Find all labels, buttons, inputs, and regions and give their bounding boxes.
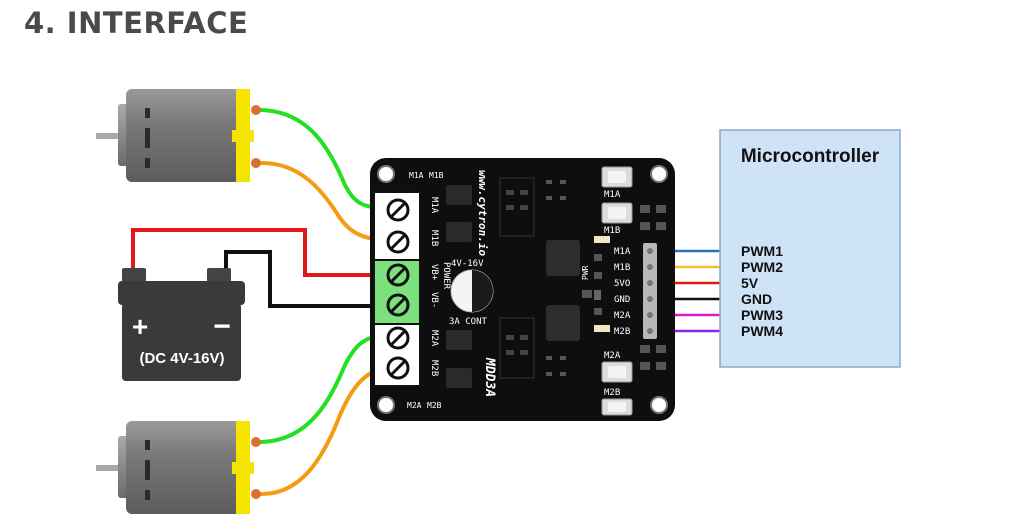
- microcontroller-title: Microcontroller: [741, 146, 880, 167]
- button-label-m2a: M2A: [604, 351, 621, 361]
- silk-voltage: 4V-16V: [451, 259, 484, 269]
- mounting-hole: [377, 165, 395, 183]
- silk-m1b-side: M1B: [429, 230, 439, 246]
- driver-ic-1: [546, 240, 580, 276]
- motor1-body: [126, 89, 241, 182]
- silk-url: www.cytron.io: [476, 170, 489, 256]
- mosfet-chip: [446, 222, 472, 242]
- battery-top: [118, 281, 245, 305]
- silk-vb-plus: VB+: [429, 264, 439, 281]
- button-m2b: M2B: [601, 388, 633, 416]
- motor2-wires: [260, 333, 392, 496]
- silk-pwr: PWR: [581, 265, 590, 280]
- motor2-terminal-a: [251, 437, 261, 447]
- mosfet-chip: [446, 185, 472, 205]
- header-label-m1a: M1A: [614, 247, 631, 257]
- battery-minus-sign: −: [213, 310, 231, 343]
- silk-m2b-side: M2B: [429, 360, 439, 376]
- motor1-green-wire: [260, 108, 392, 210]
- motor1-wires: [260, 108, 392, 242]
- mounting-hole: [650, 396, 668, 414]
- button-label-m1a: M1A: [604, 190, 621, 200]
- silk-m2a-side: M2A: [429, 330, 439, 347]
- motor1-orange-wire: [260, 161, 392, 242]
- mounting-hole: [377, 396, 395, 414]
- header-label-gnd: GND: [614, 295, 630, 305]
- silk-vb-minus: VB-: [429, 292, 439, 308]
- led-m1a: [594, 236, 610, 243]
- header-label-m2b: M2B: [614, 327, 630, 337]
- silk-power: POWER: [441, 262, 451, 290]
- pin-gnd: GND: [741, 291, 772, 307]
- header-label-m2a: M2A: [614, 311, 631, 321]
- battery-plus-sign: +: [132, 311, 148, 342]
- motor2-shaft: [96, 465, 121, 471]
- silk-m2b-bottom: M2B: [427, 401, 442, 410]
- battery-red-wire: [131, 228, 395, 277]
- silk-model: MDD3A: [482, 357, 497, 397]
- header-label-5vo: 5VO: [614, 279, 630, 289]
- microcontroller-box: [719, 129, 901, 368]
- motor2-terminal-b: [251, 489, 261, 499]
- signal-header: [643, 243, 657, 339]
- battery-body: [122, 303, 241, 381]
- pin-pwm1: PWM1: [741, 243, 783, 259]
- driver-ic-2: [546, 305, 580, 341]
- button-label-m2b: M2B: [604, 388, 620, 398]
- button-m1a: M1A: [601, 166, 633, 200]
- mosfet-chip: [446, 330, 472, 350]
- motor2-orange-wire: [260, 366, 392, 496]
- page-title: 4. INTERFACE: [24, 6, 249, 40]
- mdd3a-driver-board: M1A M1B M2A M2B M1A M1B VB+ VB- M2A M2B …: [370, 158, 675, 421]
- microcontroller: Microcontroller PWM1 PWM2 5V GND PWM3 PW…: [719, 129, 901, 368]
- pin-pwm2: PWM2: [741, 259, 783, 275]
- silk-m1b-top: M1B: [429, 171, 444, 180]
- silk-m2a-bottom: M2A: [407, 401, 422, 410]
- motor2-body: [126, 421, 241, 514]
- silk-m1a-side: M1A: [429, 197, 439, 214]
- led-m1b: [594, 254, 602, 261]
- motor2-green-wire: [260, 333, 392, 444]
- button-m1b: M1B: [601, 202, 633, 236]
- pin-5v: 5V: [741, 275, 759, 291]
- led-m2b: [594, 325, 610, 332]
- mounting-hole: [650, 165, 668, 183]
- header-label-m1b: M1B: [614, 263, 630, 273]
- motor1-shaft: [96, 133, 121, 139]
- motor1-terminal-a: [251, 105, 261, 115]
- dc-motor-1: [96, 89, 261, 182]
- button-label-m1b: M1B: [604, 226, 620, 236]
- battery: + − (DC 4V-16V): [118, 268, 245, 381]
- button-m2a: M2A: [601, 351, 633, 383]
- motor1-terminal-b: [251, 158, 261, 168]
- pin-pwm3: PWM3: [741, 307, 783, 323]
- battery-black-wire: [224, 250, 395, 308]
- mosfet-chip: [446, 368, 472, 388]
- pin-pwm4: PWM4: [741, 323, 783, 339]
- silk-cont: 3A CONT: [449, 317, 488, 327]
- battery-voltage-label: (DC 4V-16V): [139, 350, 224, 367]
- battery-wires: [131, 228, 395, 308]
- dc-motor-2: [96, 421, 261, 514]
- led-pwr: [594, 290, 601, 300]
- silk-m1a-top: M1A: [409, 171, 424, 180]
